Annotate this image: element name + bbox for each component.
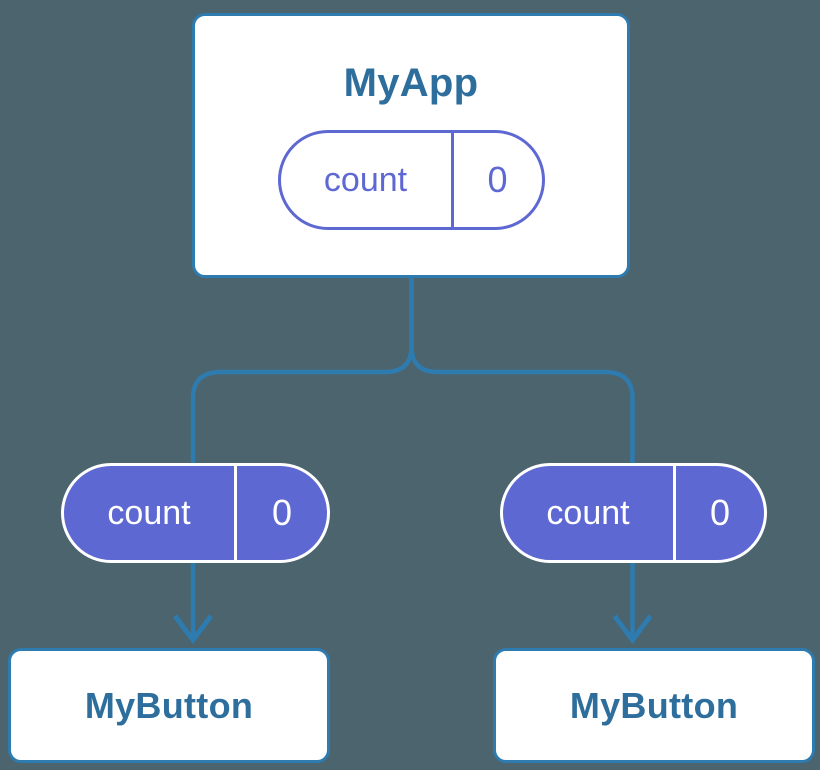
- arrow-head-right: [612, 614, 653, 645]
- arrow-head-left: [173, 614, 213, 645]
- prop-pill-key: count: [107, 493, 191, 532]
- prop-pill-value: 0: [709, 492, 731, 533]
- node-mybutton-left: MyButton: [8, 648, 330, 763]
- pill-divider: [450, 133, 454, 227]
- connector-branch-right: [409, 345, 635, 636]
- prop-pill-key: count: [546, 493, 630, 532]
- node-mybutton-right: MyButton: [493, 648, 815, 763]
- node-myapp-label: MyApp: [343, 61, 479, 105]
- node-mybutton-right-label: MyButton: [569, 684, 739, 726]
- prop-pill-left: count 0: [61, 463, 330, 563]
- pill-divider: [234, 466, 237, 560]
- state-pill-value: 0: [487, 159, 508, 200]
- node-mybutton-left-label: MyButton: [84, 684, 254, 726]
- state-pill-myapp: count 0: [277, 130, 545, 230]
- prop-pill-right: count 0: [500, 463, 767, 563]
- connector-branch-left: [190, 345, 414, 636]
- state-pill-key: count: [323, 160, 408, 199]
- prop-pill-value: 0: [271, 492, 293, 533]
- pill-divider: [673, 466, 676, 560]
- node-myapp: MyApp count 0: [192, 13, 630, 278]
